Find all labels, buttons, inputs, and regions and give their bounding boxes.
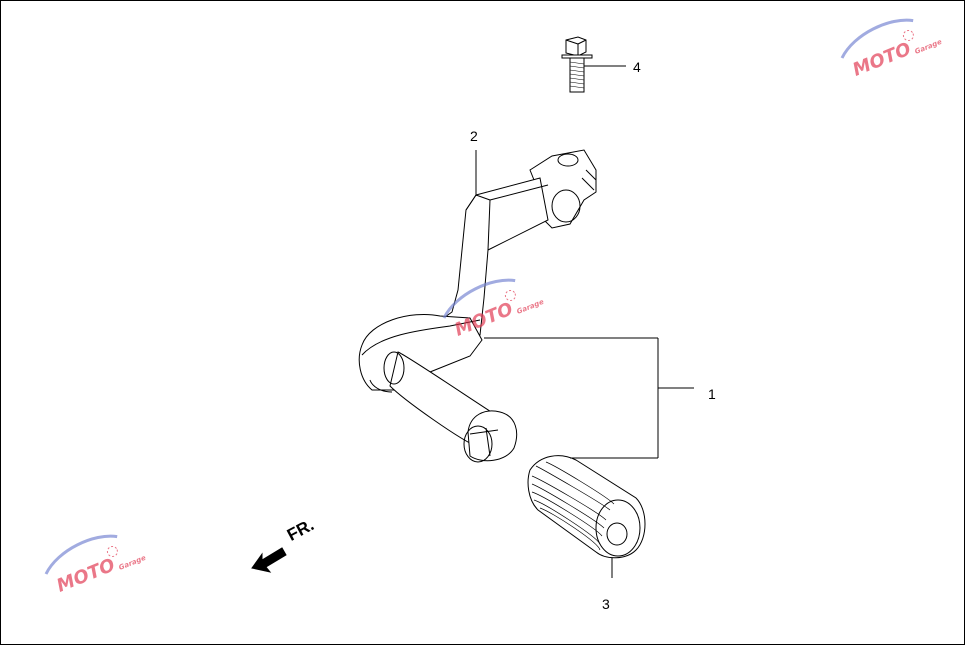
- part-3-rubber-cover: [527, 455, 646, 559]
- svg-text:MOTO: MOTO: [850, 39, 914, 81]
- callout-2: 2: [470, 128, 478, 144]
- callout-3: 3: [602, 596, 610, 612]
- leader-1: [484, 337, 694, 459]
- watermark-logo-bottom-left: MOTO Garage: [44, 534, 148, 597]
- callout-4: 4: [633, 59, 641, 75]
- svg-text:Garage: Garage: [118, 554, 148, 572]
- svg-text:Garage: Garage: [516, 298, 546, 316]
- svg-text:Garage: Garage: [914, 38, 944, 56]
- watermark-logo-top-right: MOTO Garage: [840, 18, 944, 81]
- part-2-lever-arm: [358, 149, 597, 463]
- front-direction-arrow: [251, 547, 287, 573]
- svg-text:MOTO: MOTO: [54, 555, 118, 597]
- callout-1: 1: [708, 386, 716, 402]
- part-4-bolt: [561, 36, 593, 93]
